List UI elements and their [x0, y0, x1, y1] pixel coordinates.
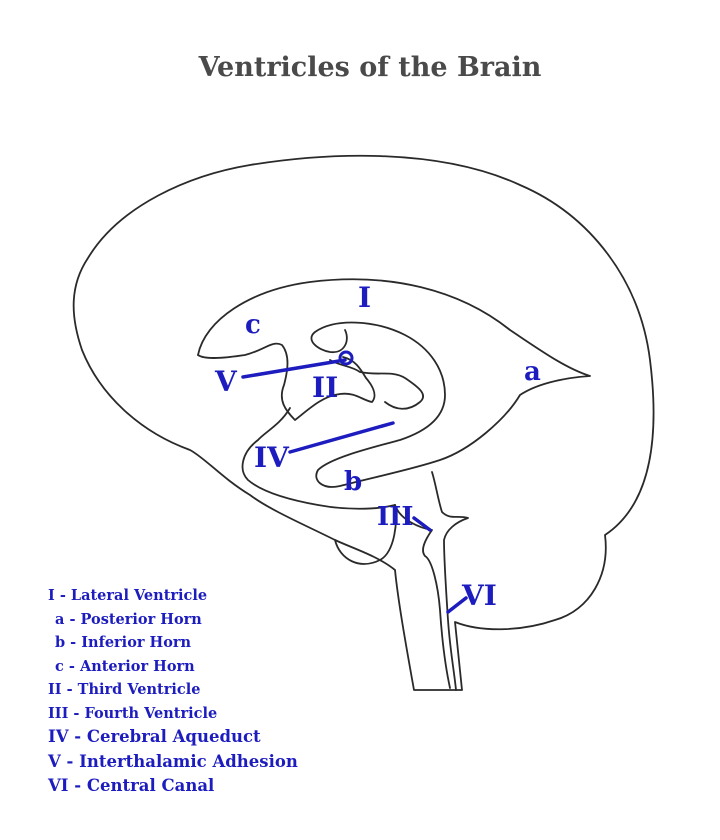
label-c: c	[245, 310, 261, 340]
third-ventricle-outline	[329, 359, 425, 410]
legend-item-interthalamic-adhesion: V - Interthalamic Adhesion	[48, 751, 298, 771]
legend-item-cerebral-aqueduct: IV - Cerebral Aqueduct	[48, 727, 261, 746]
label-IV: IV	[254, 441, 290, 474]
label-a: a	[524, 357, 541, 387]
legend-item-fourth-ventricle: III - Fourth Ventricle	[48, 704, 218, 722]
brain-outline	[72, 154, 655, 691]
legend-item-anterior-horn: c - Anterior Horn	[55, 657, 195, 675]
brainstem-left	[394, 504, 451, 689]
legend-item-lateral-ventricle: I - Lateral Ventricle	[48, 587, 208, 604]
legend-item-central-canal: VI - Central Canal	[48, 776, 215, 795]
legend-item-third-ventricle: II - Third Ventricle	[48, 681, 201, 698]
diencephalon-arc	[241, 407, 396, 510]
lateral-ventricle-outline	[197, 342, 376, 421]
label-I: I	[358, 281, 371, 314]
label-b: b	[344, 467, 362, 497]
pointer-line-vi	[446, 596, 468, 614]
interthalamic-adhesion-marker	[338, 350, 354, 366]
pointer-line-iii	[412, 516, 432, 532]
pons-outline	[334, 504, 397, 565]
label-V: V	[214, 365, 238, 398]
legend-item-posterior-horn: a - Posterior Horn	[55, 610, 202, 628]
page-title: Ventricles of the Brain	[198, 52, 542, 83]
label-II: II	[312, 371, 338, 404]
pointer-line-v	[241, 358, 347, 379]
label-VI: VI	[461, 579, 497, 612]
legend-item-inferior-horn: b - Inferior Horn	[55, 634, 192, 651]
brainstem-right	[431, 471, 469, 691]
pointer-line-iv	[288, 421, 395, 454]
legend: I - Lateral Ventricle a - Posterior Horn…	[48, 584, 298, 799]
label-III: III	[377, 502, 414, 532]
corpus-callosum-outline	[197, 278, 591, 488]
